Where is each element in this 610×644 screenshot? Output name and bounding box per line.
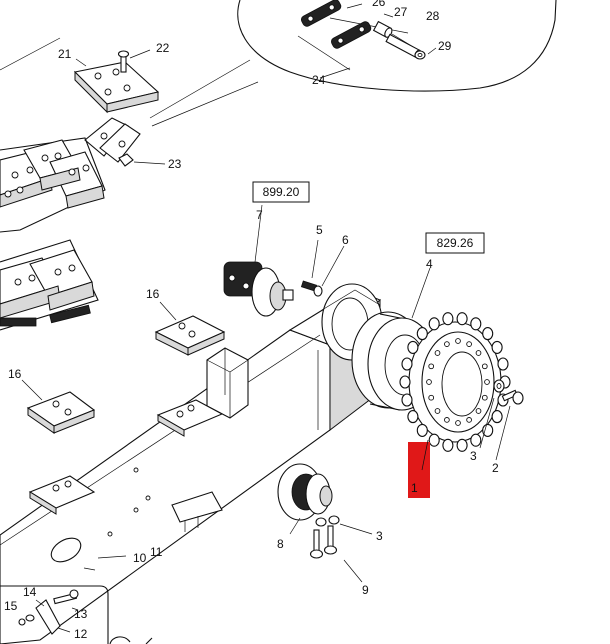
sprocket-tooth [399,375,411,389]
track-shoe-detail [0,37,259,167]
callout-16: 16 [146,287,160,301]
sprocket-bolt-hole [475,408,482,414]
track-chain-assembly [0,137,106,331]
callout-7: 7 [256,208,263,222]
callout-12: 12 [74,627,88,641]
callout-2: 2 [492,461,499,475]
sprocket-bolt-hole [484,379,490,385]
callout-11: 11 [150,545,163,559]
callout-14: 14 [23,585,37,599]
sprocket-tooth [407,410,419,424]
detail-bubble-chain-link [237,0,557,92]
callout-9: 9 [362,583,369,597]
callout-1: 1 [411,481,418,495]
sprocket-tooth [470,433,482,447]
sprocket-tooth [428,433,440,447]
sprocket-bolt-hole [444,417,450,423]
sprocket-tooth [482,423,494,437]
sprocket-bolt-hole [481,363,488,370]
sprocket-tooth [401,357,413,371]
callout-4: 4 [426,257,433,271]
sprocket-bolt-hole [426,379,432,385]
sprocket-bolt-hole [444,341,450,347]
callout-28: 28 [426,9,440,23]
sprocket [399,312,511,452]
callout-23: 23 [168,157,182,171]
sprocket-tooth [442,438,454,452]
callout-22: 22 [156,41,170,55]
reference-label: 829.26 [437,236,474,250]
callout-13: 13 [74,607,88,621]
callout-15: 15 [4,599,18,613]
sprocket-tooth [416,327,428,341]
callout-10: 10 [133,551,147,565]
sprocket-tooth [497,357,509,371]
callout-3: 3 [470,449,477,463]
callout-26: 26 [372,0,386,9]
sprocket-bolt-hole [481,394,488,401]
callout-27: 27 [394,5,408,19]
callout-6: 6 [342,233,349,247]
sprocket-bolt-hole [455,338,461,344]
callout-24: 24 [312,73,326,87]
track-frame [0,289,382,644]
track-roller [277,463,373,583]
callout-5: 5 [316,223,323,237]
sprocket-bolt-hole [466,417,472,423]
callout-21: 21 [58,47,72,61]
sprocket-tooth [407,340,419,354]
wear-pads [21,301,226,515]
callout-8: 8 [277,537,284,551]
sprocket-tooth [401,393,413,407]
sprocket-tooth [416,423,428,437]
detail-box-bracket [0,585,153,644]
callout-29: 29 [438,39,452,53]
callout-16: 16 [8,367,22,381]
sprocket-tooth [470,317,482,331]
sprocket-bolt-hole [466,341,472,347]
sprocket-bolt-hole [428,394,435,401]
sprocket-bolt-hole [428,363,435,370]
sprocket-bolt-hole [434,408,441,414]
travel-motor [223,181,345,317]
callout-3: 3 [376,529,383,543]
sprocket-tooth [428,317,440,331]
sprocket-tooth [491,410,503,424]
sprocket-tooth [456,438,468,452]
sprocket-tooth [442,312,454,326]
sprocket-bolt-hole [475,350,482,356]
sprocket-tooth [456,312,468,326]
reference-label: 899.20 [263,185,300,199]
sprocket-bolt-hole [434,350,441,356]
sprocket-bolt-hole [455,420,461,426]
sprocket-tooth [491,340,503,354]
sprocket-tooth [482,327,494,341]
sprocket-assembly [321,232,524,498]
